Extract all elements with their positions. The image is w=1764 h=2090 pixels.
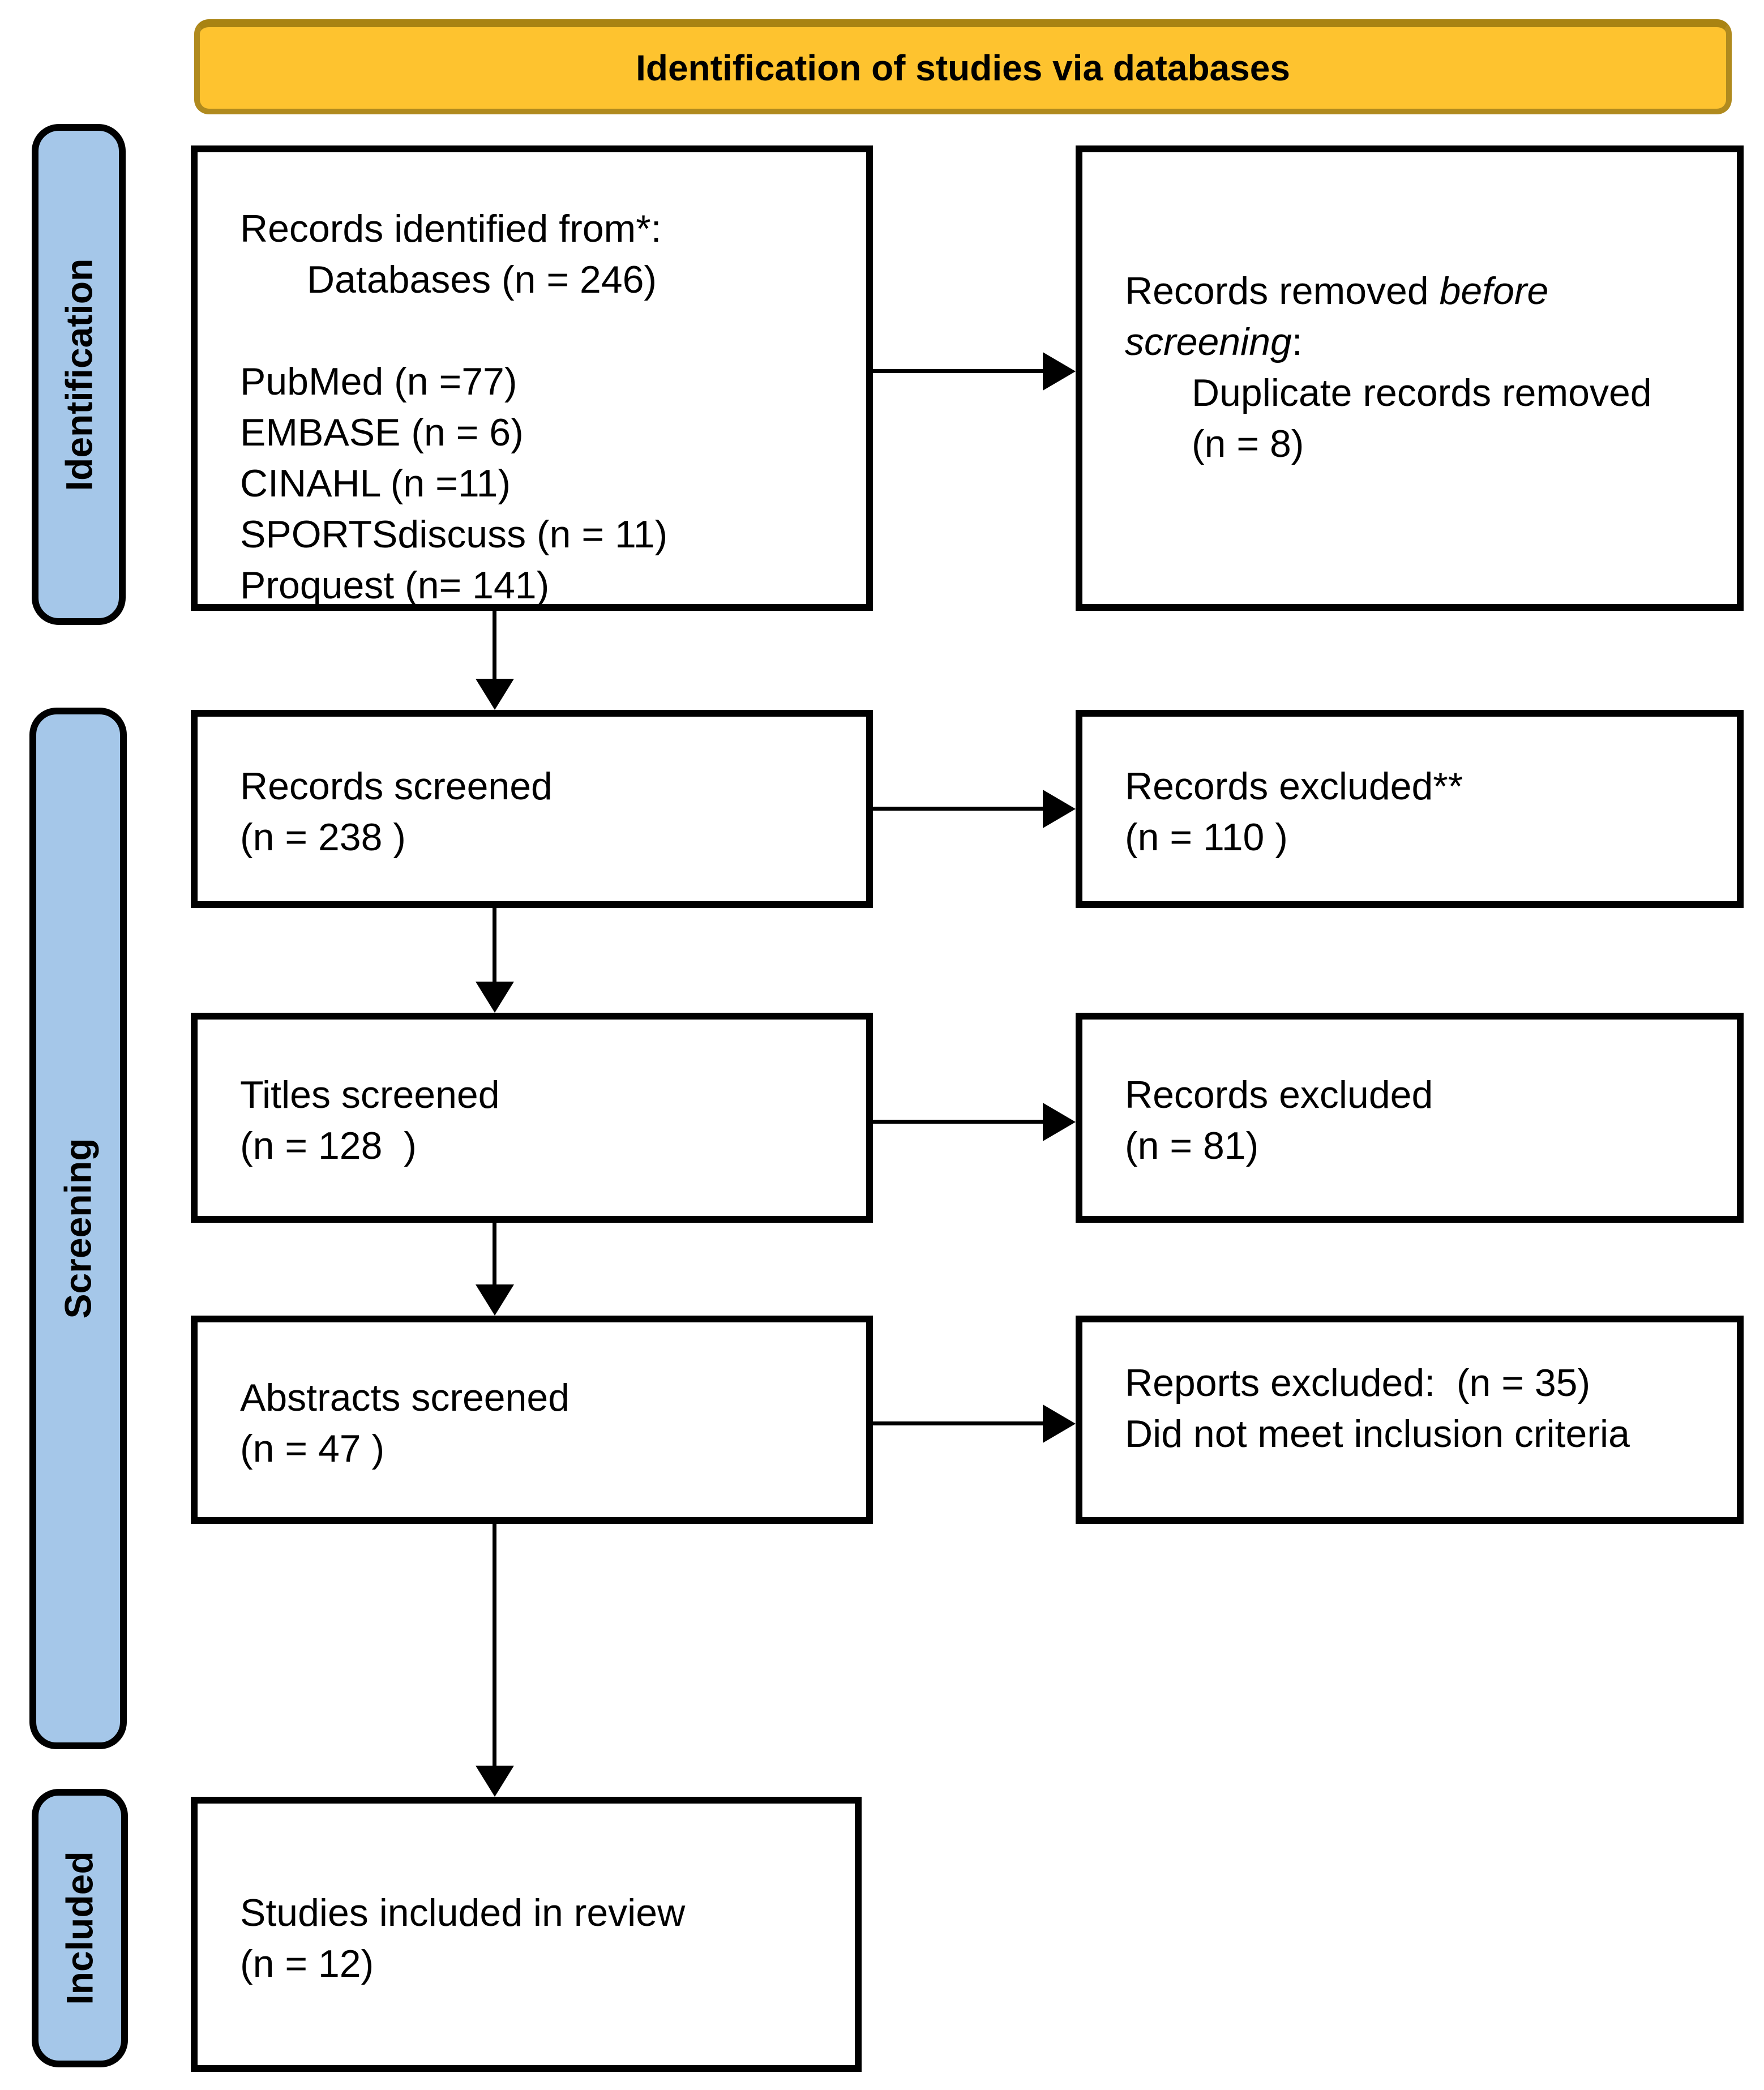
arrow-identified-to-screened	[493, 611, 496, 679]
arrow-screened-to-titles	[493, 908, 496, 982]
stage-included-label: Included	[59, 1851, 101, 2005]
stage-included: Included	[32, 1789, 128, 2067]
arrow-abstracts-to-reports-excluded	[873, 1421, 1043, 1425]
box-titles-screened: Titles screened (n = 128 )	[191, 1013, 873, 1223]
title-banner-label: Identification of studies via databases	[636, 48, 1290, 88]
source-embase: EMBASE (n = 6)	[240, 411, 524, 454]
records-removed-detail: Duplicate records removed	[1192, 371, 1652, 414]
records-removed-screening: screening	[1125, 320, 1292, 363]
box-reports-excluded: Reports excluded: (n = 35) Did not meet …	[1076, 1316, 1744, 1524]
titles-screened-count: (n = 128 )	[240, 1124, 417, 1167]
records-removed-line1: Records removed before	[1125, 265, 1703, 316]
records-screened-label: Records screened	[240, 765, 553, 808]
records-removed-line2: screening:	[1125, 316, 1703, 367]
reports-excluded-line1: Reports excluded: (n = 35)	[1125, 1361, 1591, 1404]
box-records-excluded-1: Records excluded** (n = 110 )	[1076, 710, 1744, 908]
records-removed-prefix: Records removed	[1125, 269, 1440, 312]
records-removed-colon: :	[1291, 320, 1303, 363]
studies-included-label: Studies included in review	[240, 1891, 686, 1934]
stage-identification-label: Identification	[58, 258, 100, 491]
titles-screened-label: Titles screened	[240, 1073, 500, 1116]
reports-excluded-line2: Did not meet inclusion criteria	[1125, 1412, 1630, 1455]
records-excluded-2-count: (n = 81)	[1125, 1124, 1259, 1167]
source-sportsdiscuss: SPORTSdiscuss (n = 11)	[240, 513, 668, 556]
records-excluded-1-label: Records excluded**	[1125, 765, 1463, 808]
arrow-identified-to-removed	[873, 369, 1043, 373]
records-identified-heading: Records identified from*:	[240, 207, 662, 250]
arrow-titles-to-excluded-2	[873, 1120, 1043, 1124]
box-records-excluded-2: Records excluded (n = 81)	[1076, 1013, 1744, 1223]
title-banner: Identification of studies via databases	[194, 19, 1732, 114]
records-identified-subheading: Databases (n = 246)	[307, 258, 657, 301]
arrow-screened-to-excluded-1	[873, 807, 1043, 811]
box-records-removed: Records removed before screening: Duplic…	[1076, 145, 1744, 611]
box-abstracts-screened: Abstracts screened (n = 47 )	[191, 1316, 873, 1524]
records-excluded-2-label: Records excluded	[1125, 1073, 1433, 1116]
records-removed-count: (n = 8)	[1192, 422, 1304, 465]
records-removed-before: before	[1439, 269, 1549, 312]
stage-screening-label: Screening	[57, 1138, 100, 1319]
abstracts-screened-label: Abstracts screened	[240, 1376, 570, 1419]
abstracts-screened-count: (n = 47 )	[240, 1427, 385, 1470]
arrow-titles-to-abstracts	[493, 1223, 496, 1284]
studies-included-count: (n = 12)	[240, 1942, 374, 1985]
arrow-abstracts-to-included	[493, 1524, 496, 1766]
source-pubmed: PubMed (n =77)	[240, 360, 517, 403]
source-proquest: Proquest (n= 141)	[240, 564, 550, 607]
box-records-screened: Records screened (n = 238 )	[191, 710, 873, 908]
source-cinahl: CINAHL (n =11)	[240, 462, 511, 505]
stage-screening: Screening	[29, 708, 127, 1749]
records-excluded-1-count: (n = 110 )	[1125, 816, 1288, 859]
records-screened-count: (n = 238 )	[240, 816, 406, 859]
stage-identification: Identification	[32, 124, 126, 625]
box-records-identified: Records identified from*: Databases (n =…	[191, 145, 873, 611]
spacer	[240, 305, 838, 356]
box-studies-included: Studies included in review (n = 12)	[191, 1797, 862, 2072]
